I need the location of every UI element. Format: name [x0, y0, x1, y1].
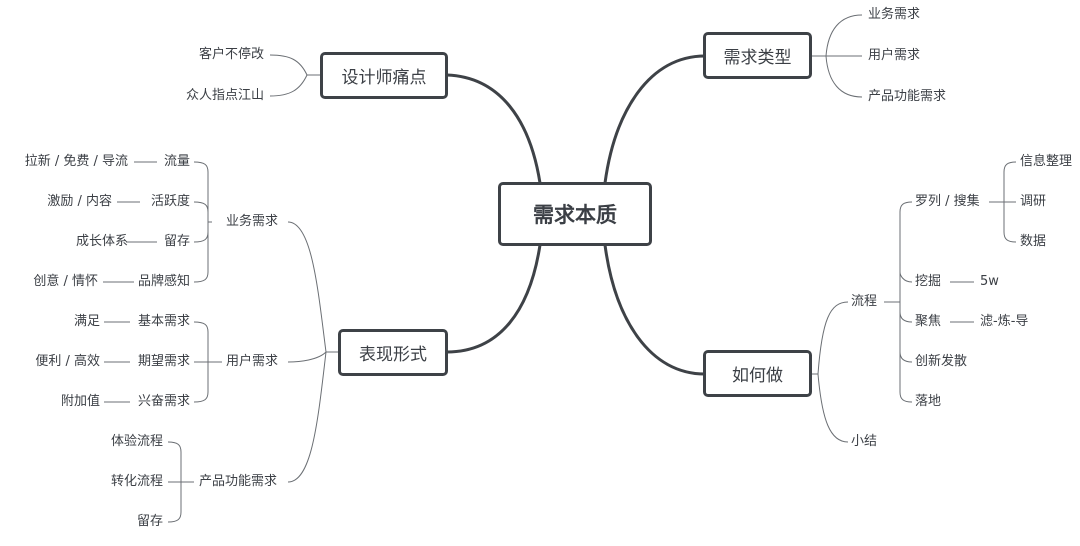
- node-traffic[interactable]: 流量: [163, 154, 190, 169]
- node-product-retention[interactable]: 留存: [136, 514, 163, 529]
- node-collect[interactable]: 罗列 / 搜集: [915, 194, 980, 209]
- node-basic-detail[interactable]: 满足: [73, 314, 100, 329]
- node-type-product[interactable]: 产品功能需求: [868, 89, 947, 104]
- node-brand-detail[interactable]: 创意 / 情怀: [33, 274, 98, 289]
- node-experience-flow[interactable]: 体验流程: [110, 434, 163, 449]
- node-diverge[interactable]: 创新发散: [915, 354, 968, 369]
- topic-designer-pain[interactable]: 设计师痛点: [320, 52, 448, 99]
- node-basic[interactable]: 基本需求: [137, 314, 190, 329]
- node-retention[interactable]: 留存: [163, 234, 190, 249]
- node-excitement[interactable]: 兴奋需求: [137, 394, 190, 409]
- connector-root-how: [603, 243, 707, 376]
- node-info-organize[interactable]: 信息整理: [1020, 154, 1073, 169]
- topic-how[interactable]: 如何做: [703, 350, 812, 397]
- node-focus-detail[interactable]: 滤-炼-导: [980, 314, 1029, 329]
- node-expected[interactable]: 期望需求: [137, 354, 190, 369]
- node-activity-detail[interactable]: 激励 / 内容: [47, 194, 112, 209]
- node-process[interactable]: 流程: [851, 294, 878, 309]
- connector-root-demand-types: [603, 54, 707, 185]
- node-type-user[interactable]: 用户需求: [868, 48, 921, 63]
- node-dig-detail[interactable]: 5w: [980, 274, 999, 289]
- connector-root-designer-pain: [445, 73, 542, 185]
- root-node[interactable]: 需求本质: [498, 182, 652, 246]
- node-data[interactable]: 数据: [1020, 234, 1047, 249]
- node-focus[interactable]: 聚焦: [915, 314, 942, 329]
- connector-root-forms: [445, 243, 542, 354]
- node-user[interactable]: 用户需求: [226, 354, 279, 369]
- node-everyone-comments[interactable]: 众人指点江山: [185, 88, 264, 103]
- node-brand[interactable]: 品牌感知: [137, 274, 190, 289]
- node-client-changes[interactable]: 客户不停改: [198, 47, 264, 62]
- node-dig[interactable]: 挖掘: [915, 274, 942, 289]
- node-product[interactable]: 产品功能需求: [199, 474, 278, 489]
- node-business[interactable]: 业务需求: [226, 214, 279, 229]
- node-research[interactable]: 调研: [1020, 194, 1047, 209]
- node-expected-detail[interactable]: 便利 / 高效: [35, 354, 100, 369]
- node-retention-detail[interactable]: 成长体系: [75, 234, 128, 249]
- node-summary[interactable]: 小结: [851, 434, 878, 449]
- node-conversion-flow[interactable]: 转化流程: [110, 474, 163, 489]
- node-traffic-detail[interactable]: 拉新 / 免费 / 导流: [24, 154, 128, 169]
- node-excitement-detail[interactable]: 附加值: [60, 394, 100, 409]
- node-type-business[interactable]: 业务需求: [868, 7, 921, 22]
- node-land[interactable]: 落地: [915, 394, 942, 409]
- topic-demand-types[interactable]: 需求类型: [703, 32, 812, 79]
- topic-forms[interactable]: 表现形式: [338, 329, 448, 376]
- node-activity[interactable]: 活跃度: [150, 194, 190, 209]
